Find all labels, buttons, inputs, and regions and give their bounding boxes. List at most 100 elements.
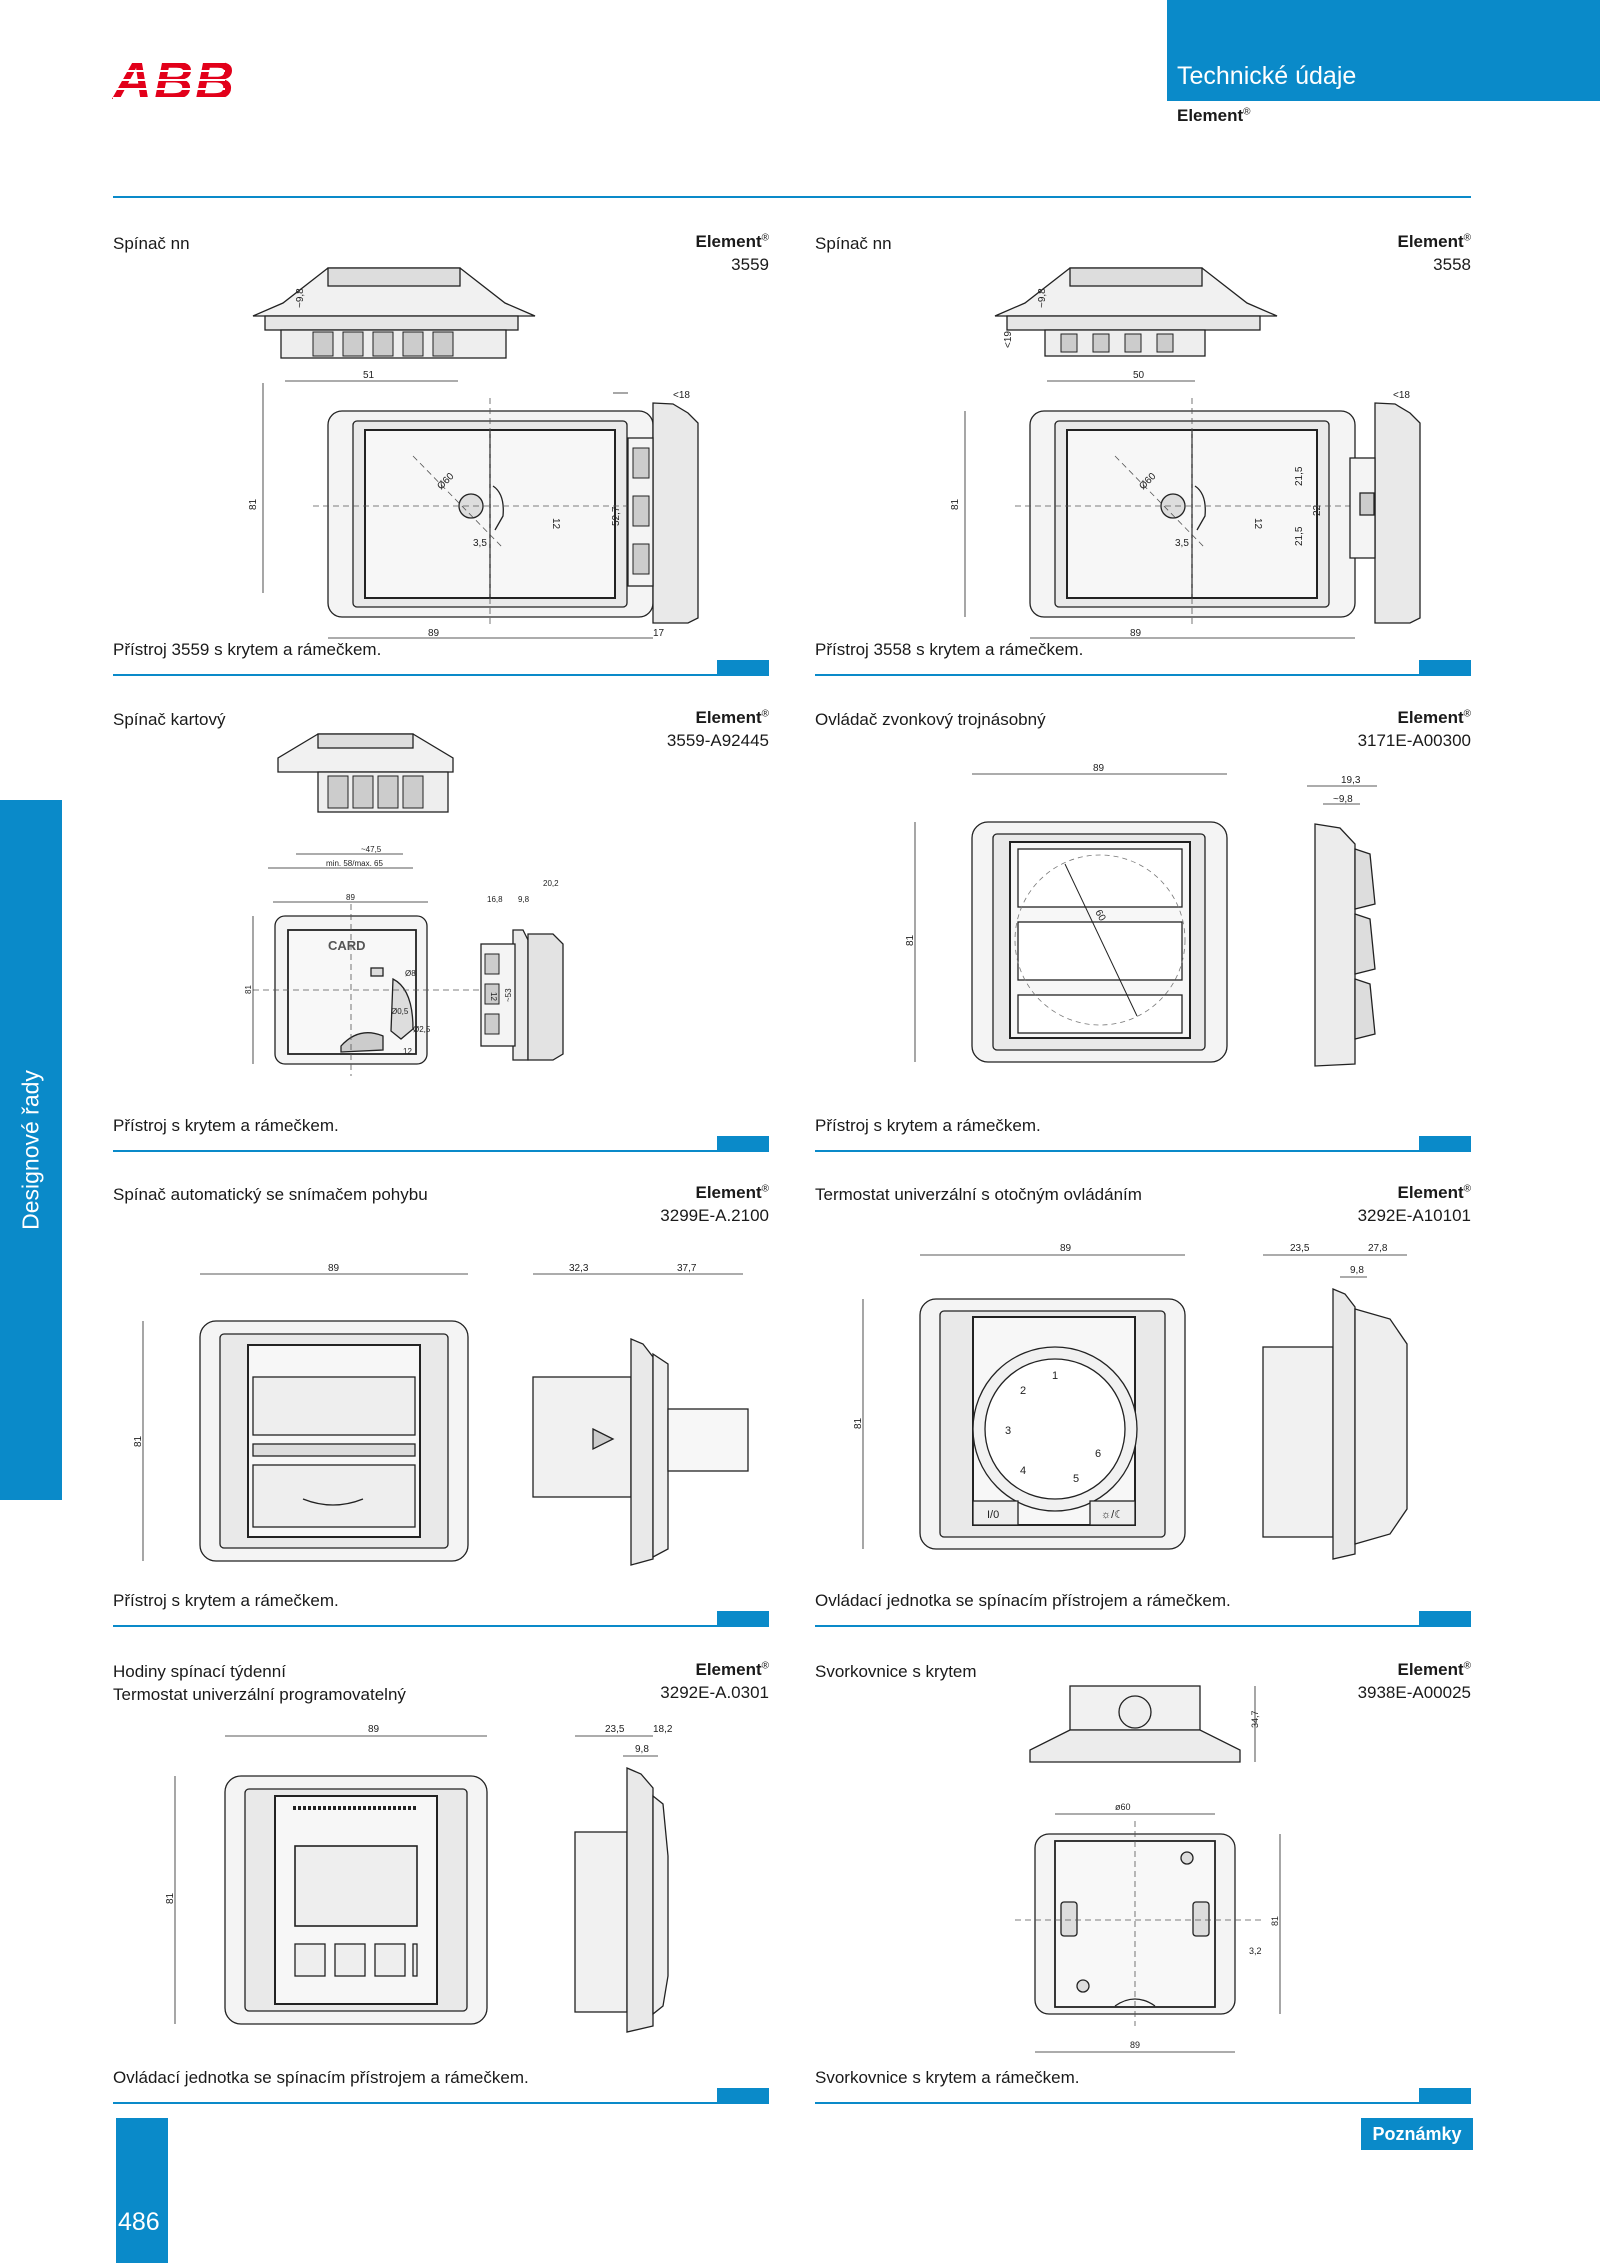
dim-label: Ø0,5 — [391, 1007, 409, 1016]
section-tab — [1167, 0, 1600, 101]
cell-accent-block — [717, 2088, 769, 2102]
dim-label: ~9,8 — [295, 288, 306, 308]
dim-label: 89 — [328, 1263, 340, 1274]
caption: Přístroj s krytem a rámečkem. — [113, 1591, 339, 1610]
caption: Svorkovnice s krytem a rámečkem. — [815, 2068, 1080, 2087]
side-tab — [0, 800, 62, 1500]
abb-logo: ABB — [113, 51, 236, 111]
cell-accent-block — [717, 1136, 769, 1150]
cell-1: Spínač nn Element® 3558 ~9,8 — [815, 228, 1471, 676]
dim-label: 23,5 — [1290, 1243, 1310, 1254]
product-code: 3299E-A.2100 — [660, 1206, 769, 1225]
technical-drawing: 89 19,3 ~9,8 81 60 — [905, 763, 1377, 1067]
cell-7: Svorkovnice s krytem Element® 3938E-A000… — [815, 1656, 1471, 2104]
dim-label: Ø2,5 — [413, 1025, 431, 1034]
cell-rule — [815, 2102, 1471, 2104]
dim-label: 21,5 — [1294, 526, 1305, 546]
brand-label: Element® — [695, 1183, 769, 1202]
dim-label: 60 — [1092, 908, 1107, 924]
technical-drawing: ~47,5 min. 58/max. 65 89 16,8 9,8 20,2 C… — [244, 733, 564, 1076]
onoff-label: I/0 — [987, 1509, 999, 1521]
cell-rule — [113, 674, 769, 676]
dim-label: 12 — [403, 1047, 412, 1056]
product-line: Element® — [1177, 106, 1251, 125]
technical-drawing: ~9,8 51 <18 81 52,7 12 Ø60 3,5 89 17 — [248, 267, 699, 639]
cell-title: Svorkovnice s krytem — [815, 1662, 977, 1681]
dim-label: 81 — [133, 1435, 144, 1447]
dial-mark: 2 — [1020, 1385, 1026, 1397]
caption: Ovládací jednotka se spínacím přístrojem… — [113, 2068, 529, 2087]
cell-title: Hodiny spínací týdenní — [113, 1662, 286, 1681]
dim-label: 21,5 — [1294, 466, 1305, 486]
cell-accent-block — [717, 1611, 769, 1625]
dim-label: ~53 — [504, 988, 513, 1002]
dim-label: 9,8 — [1350, 1265, 1364, 1276]
cell-title: Spínač automatický se snímačem pohybu — [113, 1185, 428, 1204]
dim-label: 20,2 — [543, 879, 559, 888]
cell-title: Termostat univerzální s otočným ovládání… — [815, 1185, 1142, 1204]
header-rule — [113, 196, 1471, 198]
notes-button[interactable]: Poznámky — [1361, 2118, 1473, 2150]
brand-label: Element® — [695, 232, 769, 251]
technical-drawing: 89 23,5 18,2 9,8 81 — [165, 1724, 673, 2033]
caption: Přístroj s krytem a rámečkem. — [815, 1116, 1041, 1135]
dial-mark: 1 — [1052, 1370, 1058, 1382]
dial-mark: 5 — [1073, 1473, 1079, 1485]
technical-drawing: 34,7 ø60 81 3,2 89 — [1015, 1685, 1281, 2053]
dim-label: 81 — [950, 498, 961, 510]
caption: Přístroj s krytem a rámečkem. — [113, 1116, 339, 1135]
cell-rule — [815, 1625, 1471, 1627]
screw — [458, 493, 484, 519]
cell-4: Spínač automatický se snímačem pohybu El… — [113, 1179, 769, 1627]
dim-label: Ø8 — [405, 969, 416, 978]
dim-label: 12 — [1252, 518, 1263, 530]
cell-rule — [113, 1150, 769, 1152]
dim-label: 81 — [1270, 1916, 1280, 1926]
dim-label: 89 — [1060, 1243, 1072, 1254]
dim-label: 19,3 — [1341, 775, 1361, 786]
dim-label: <18 — [673, 390, 690, 401]
dim-label: <19 — [1003, 331, 1014, 348]
cell-6: Hodiny spínací týdenní Termostat univerz… — [113, 1656, 769, 2104]
dim-label: 81 — [165, 1892, 176, 1904]
dim-label: 50 — [1133, 370, 1145, 381]
dim-label: 3,5 — [1175, 538, 1189, 549]
technical-drawing: 89 32,3 37,7 81 — [133, 1263, 749, 1566]
page-number: 486 — [118, 2208, 160, 2236]
cell-accent-block — [1419, 660, 1471, 674]
dim-label: 3,2 — [1249, 1946, 1262, 1956]
dim-label: 23,5 — [605, 1724, 625, 1735]
brand-label: Element® — [1397, 1183, 1471, 1202]
dim-label: <18 — [1393, 390, 1410, 401]
product-code: 3292E-A.0301 — [660, 1683, 769, 1702]
product-code: 3559-A92445 — [666, 731, 769, 750]
cell-rule — [815, 674, 1471, 676]
cell-rule — [113, 2102, 769, 2104]
dim-label: 37,7 — [677, 1263, 697, 1274]
cell-accent-block — [1419, 2088, 1471, 2102]
dim-label: 18,2 — [653, 1724, 673, 1735]
dim-label: 22 — [1312, 504, 1323, 516]
page-number-tab — [116, 2118, 168, 2263]
side-profile — [652, 402, 699, 624]
product-code: 3171E-A00300 — [1357, 731, 1471, 750]
dim-label: ~9,8 — [1333, 794, 1353, 805]
dim-label: 34,7 — [1250, 1710, 1260, 1728]
cell-rule — [113, 1625, 769, 1627]
dim-label: ~9,8 — [1037, 288, 1048, 308]
caption: Ovládací jednotka se spínacím přístrojem… — [815, 1591, 1231, 1610]
dim-label: 12 — [489, 992, 498, 1001]
cell-accent-block — [1419, 1611, 1471, 1625]
brand-label: Element® — [1397, 232, 1471, 251]
dim-label: min. 58/max. 65 — [326, 859, 383, 868]
dial-mark: 6 — [1095, 1448, 1101, 1460]
dim-label: 81 — [905, 934, 916, 946]
cell-2: Spínač kartový Element® 3559-A92445 ~47,… — [113, 704, 769, 1152]
dim-label: 17 — [653, 628, 665, 639]
section-title: Technické údaje — [1177, 62, 1357, 90]
daynight-label: ☼/☾ — [1101, 1509, 1124, 1521]
product-code: 3558 — [1433, 255, 1471, 274]
dim-label: 16,8 — [487, 895, 503, 904]
dim-label: ~47,5 — [361, 845, 382, 854]
dim-label: 27,8 — [1368, 1243, 1388, 1254]
